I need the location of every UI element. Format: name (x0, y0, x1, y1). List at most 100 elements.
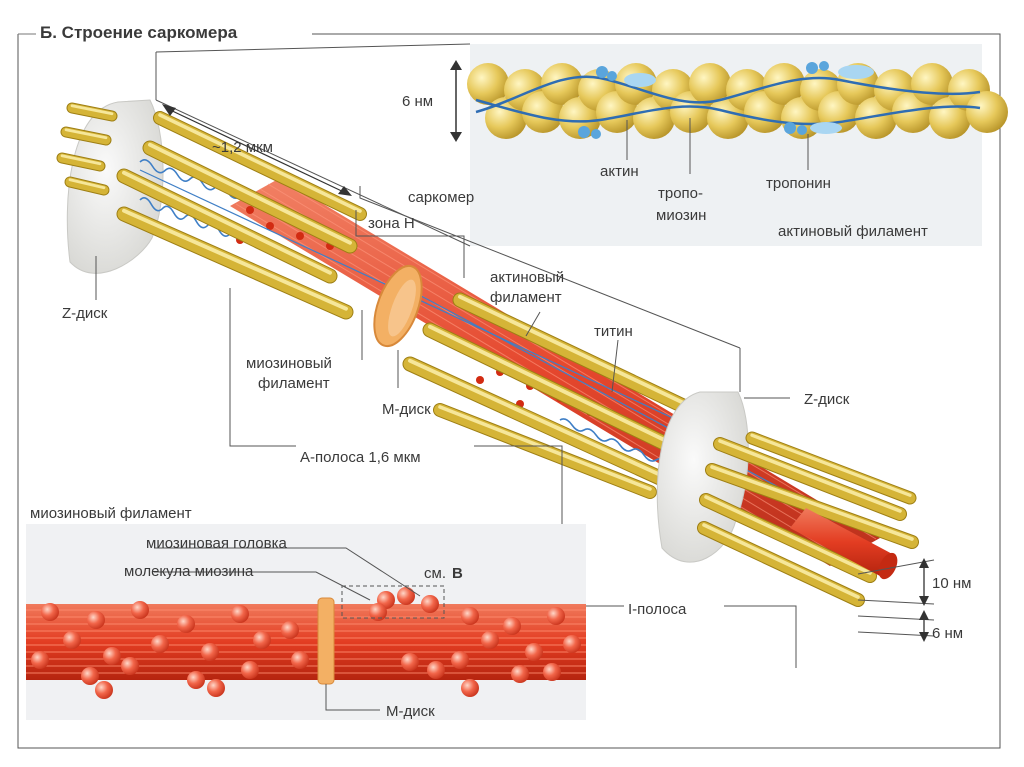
myosin-inset-head (103, 647, 121, 665)
myosin-inset-head (543, 663, 561, 681)
actin-rod (64, 176, 110, 196)
myosin-inset-head (401, 653, 419, 671)
myosin-inset-head (511, 665, 529, 683)
i-band-label: I-полоса (628, 601, 687, 618)
myosin-inset-head (95, 681, 113, 699)
actin-bead (467, 63, 509, 105)
myosin-inset: миозиновый филамент миозиновая головка м… (26, 505, 586, 720)
myosin-inset-head (177, 615, 195, 633)
actin-filament-label-2: филамент (490, 289, 562, 306)
myosin-head-label: миозиновая головка (146, 535, 287, 552)
actin-rod (705, 463, 919, 549)
z-disk-left-label: Z-диск (62, 305, 108, 322)
m-disk-inset (317, 597, 335, 685)
m-disk-label: М-диск (382, 401, 431, 418)
myosin-inset-head (31, 651, 49, 669)
page-title: Б. Строение саркомера (40, 23, 238, 42)
myosin-inset-heads (31, 587, 581, 699)
tropomyosin-label-1: тропо- (658, 185, 703, 202)
myosin-head (246, 206, 254, 214)
myosin-inset-head (461, 679, 479, 697)
tropomyosin-strand-1 (475, 75, 981, 114)
tropomyosin-strand-2 (475, 98, 981, 126)
titin-line (139, 169, 721, 441)
actin-bead (541, 63, 583, 105)
actin-rod (66, 102, 118, 122)
tropomyosin-label-2: миозин (656, 207, 706, 224)
actin-rod (713, 437, 907, 521)
myosin-filament-label-2: филамент (258, 375, 330, 392)
actin-filament-label-1: актиновый (490, 269, 564, 286)
actin-diameter-main-label: 6 нм (932, 625, 963, 642)
myosin-inset-head (281, 621, 299, 639)
myosin-inset-head (461, 607, 479, 625)
myosin-head (476, 376, 484, 384)
actin-rod (402, 356, 668, 486)
myosin-inset-head (503, 617, 521, 635)
myosin-inset-head (451, 651, 469, 669)
actin-rod (452, 292, 708, 422)
zoom-box (341, 585, 445, 619)
actin-label: актин (600, 163, 639, 180)
actin-rod (422, 322, 678, 454)
titin-label: титин (594, 323, 633, 340)
myosin-inset-head (63, 631, 81, 649)
m-disk-inset-label: М-диск (386, 703, 435, 720)
myosin-head (296, 232, 304, 240)
myosin-inset-head (397, 587, 415, 605)
actin-rod (153, 111, 367, 221)
zone-h-label: зона Н (368, 215, 415, 232)
actin-rods (116, 111, 708, 499)
a-band-label: А-полоса 1,6 мкм (300, 449, 421, 466)
main-annotations: ~1,2 мкм саркомер зона Н актиновый филам… (62, 104, 971, 668)
myosin-inset-head (525, 643, 543, 661)
actin-inset-caption: актиновый филамент (778, 223, 928, 240)
myosin-inset-head (427, 661, 445, 679)
see-reference-label: см. (424, 565, 446, 582)
actin-bead (763, 63, 805, 105)
myosin-inset-head (207, 679, 225, 697)
z-disk-right (656, 391, 749, 563)
right-actin-rods (697, 431, 919, 607)
right-myosin-ends (790, 508, 898, 580)
myosin-inset-head (81, 667, 99, 685)
actin-rod (116, 168, 338, 284)
actin-rod (56, 152, 106, 172)
myosin-inset-head (187, 671, 205, 689)
myosin-inset-head (563, 635, 581, 653)
myosin-inset-head (131, 601, 149, 619)
myosin-molecule-label: молекула миозина (124, 563, 254, 580)
left-actin-stubs (56, 102, 118, 196)
actin-rod (60, 126, 112, 146)
see-reference-letter: В (452, 565, 463, 582)
myosin-inset-head (121, 657, 139, 675)
titin-line (409, 289, 841, 521)
actin-beads (467, 63, 1008, 139)
myosin-inset-head (291, 651, 309, 669)
myosin-inset-head (481, 631, 499, 649)
m-disk-main (373, 264, 423, 348)
myosin-strand (251, 193, 853, 555)
z-disk-right-label: Z-диск (804, 391, 850, 408)
actin-rod (745, 431, 917, 505)
myosin-inset-head (253, 631, 271, 649)
actin-inset: 6 нм актин тропо- миозин тропонин актино… (402, 44, 1008, 246)
myosin-inset-head (369, 603, 387, 621)
troponin-label: тропонин (766, 175, 831, 192)
actin-rod (142, 140, 358, 254)
length-1-2um-label: ~1,2 мкм (212, 139, 273, 156)
actin-rod (116, 206, 354, 320)
actin-rod (697, 521, 865, 607)
myosin-inset-head (241, 661, 259, 679)
actin-diameter-label: 6 нм (402, 93, 433, 110)
myosin-diameter-label: 10 нм (932, 575, 971, 592)
myosin-bundle-inset (26, 587, 586, 699)
myosin-inset-head (421, 595, 439, 613)
myosin-inset-head (547, 607, 565, 625)
myosin-head (266, 222, 274, 230)
myosin-inset-head (87, 611, 105, 629)
actin-bead (966, 91, 1008, 133)
myosin-inset-head (231, 605, 249, 623)
sarcomere-main (56, 99, 919, 607)
